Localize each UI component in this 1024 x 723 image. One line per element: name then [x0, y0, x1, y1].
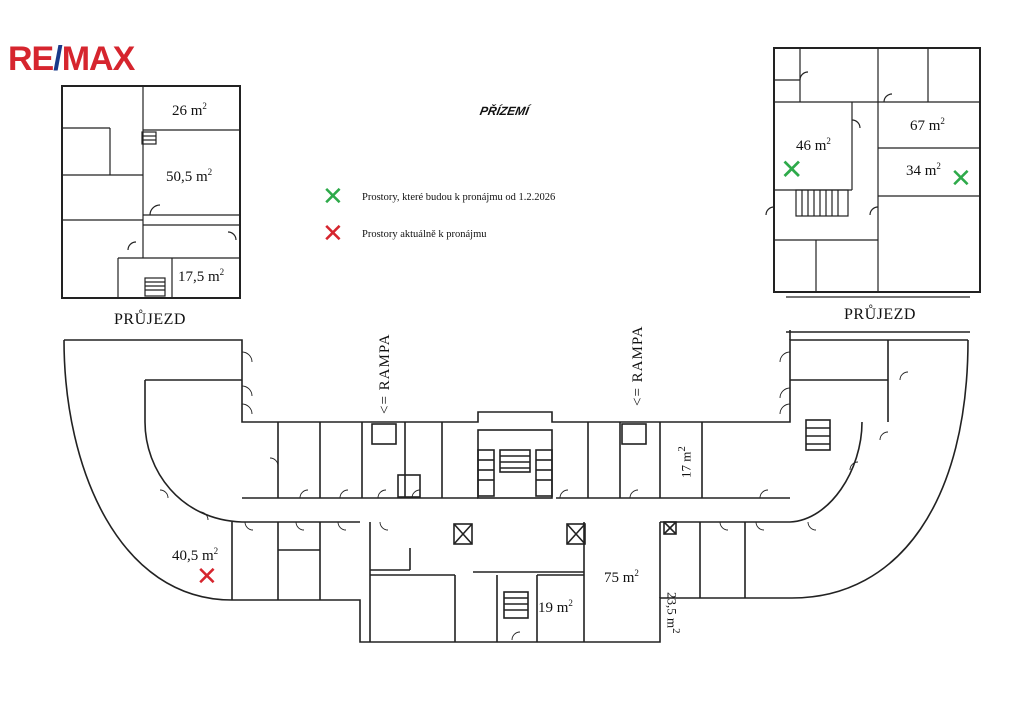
ramp-right-label: <= RAMPA: [630, 325, 646, 406]
legend-green-x-icon: ✕: [322, 182, 344, 212]
legend-green-text: Prostory, které budou k pronájmu od 1.2.…: [362, 192, 556, 203]
area-67: 67 m2: [910, 116, 945, 134]
available-now-marker-40-5: ✕: [196, 562, 218, 592]
area-17-5: 17,5 m2: [178, 267, 225, 285]
area-40-5: 40,5 m2: [172, 546, 219, 564]
plan-title: PŘÍZEMÍ: [478, 104, 530, 118]
logo-slash: /: [53, 40, 63, 78]
passage-left-label: PRŮJEZD: [114, 311, 186, 328]
area-17: 17 m2: [676, 446, 694, 478]
available-later-marker-34: ✕: [950, 164, 972, 194]
area-50-5: 50,5 m2: [166, 167, 213, 185]
area-34: 34 m2: [906, 161, 941, 179]
area-19: 19 m2: [538, 598, 573, 616]
available-later-marker-46: ✕: [780, 153, 804, 186]
ramp-left-label: <= RAMPA: [377, 333, 393, 414]
legend-red-text: Prostory aktuálně k pronájmu: [362, 229, 487, 240]
passage-right-label: PRŮJEZD: [844, 306, 916, 323]
legend-red-x-icon: ✕: [322, 219, 344, 249]
area-46: 46 m2: [796, 136, 831, 154]
right-upper-building: [765, 47, 981, 298]
area-75: 75 m2: [604, 568, 639, 586]
remax-logo: RE/MAX: [8, 40, 136, 78]
area-26: 26 m2: [172, 101, 207, 119]
main-ground-floor: [63, 330, 970, 643]
left-upper-building: [61, 85, 241, 299]
logo-text-left: RE: [8, 40, 54, 78]
area-23-5: 23,5 m2: [664, 592, 682, 634]
logo-text-right: MAX: [61, 40, 136, 78]
door-swings: [159, 351, 909, 641]
